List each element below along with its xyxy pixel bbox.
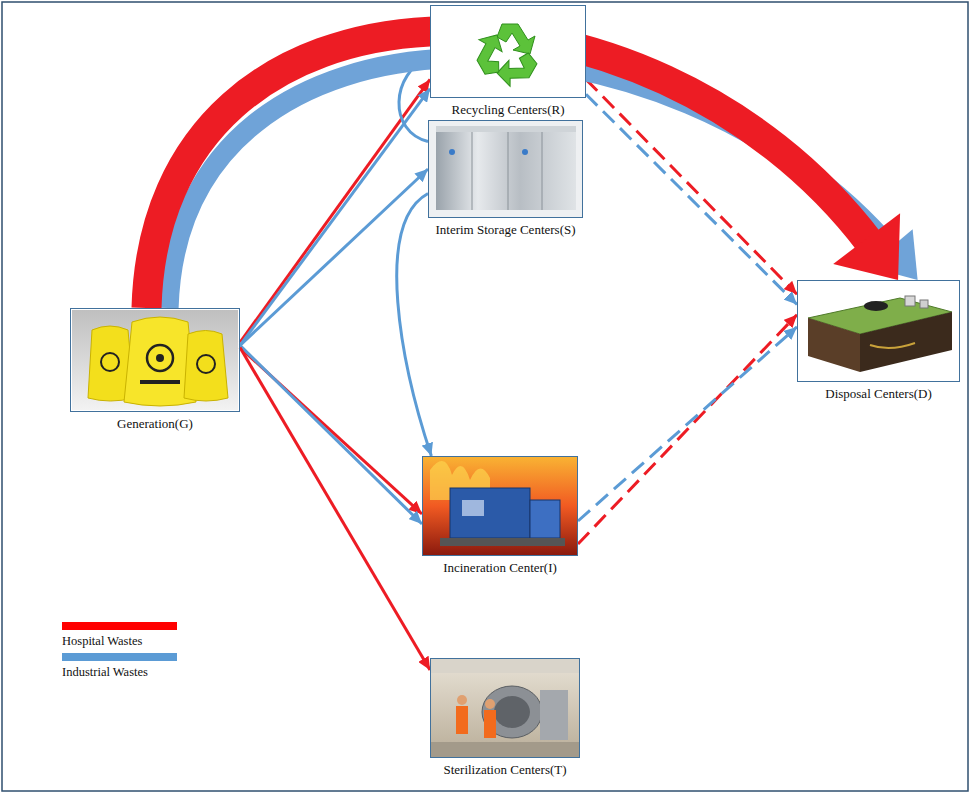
landfill-picture [798, 281, 959, 381]
node-caption: Disposal Centers(D) [823, 386, 934, 402]
legend-text: Hospital Wastes [62, 634, 142, 649]
node-caption: Generation(G) [115, 416, 195, 432]
dashed-arrow [578, 327, 797, 521]
legend-text: Industrial Wastes [62, 665, 148, 680]
sterilizer-picture [431, 659, 579, 757]
storage-bins-picture [429, 121, 582, 217]
arrow-head [833, 213, 900, 280]
disposal-box: Disposal Centers(D) [797, 280, 960, 382]
curved-arrow [397, 194, 432, 457]
node-caption: Incineration Center(I) [441, 560, 559, 576]
sterilization-box: Sterilization Centers(T) [430, 658, 580, 758]
recycling-box: Recycling Centers(R) [430, 5, 586, 98]
recycle-picture [431, 6, 585, 97]
node-caption: Recycling Centers(R) [450, 102, 567, 118]
node-caption: Interim Storage Centers(S) [433, 222, 577, 238]
flow-arrow [240, 348, 430, 670]
flow-arrow [240, 345, 422, 524]
dashed-arrow [578, 315, 797, 544]
node-caption: Sterilization Centers(T) [441, 762, 568, 778]
legend-swatch [62, 622, 177, 630]
incineration-box: Incineration Center(I) [422, 456, 578, 556]
incinerator-picture [423, 457, 577, 555]
storage-box: Interim Storage Centers(S) [428, 120, 583, 218]
waste-bags-picture [72, 310, 238, 410]
legend-swatch [62, 653, 177, 661]
generation-box: Generation(G) [70, 308, 240, 412]
flow-arc [147, 31, 870, 308]
flow-arrow [240, 89, 430, 346]
